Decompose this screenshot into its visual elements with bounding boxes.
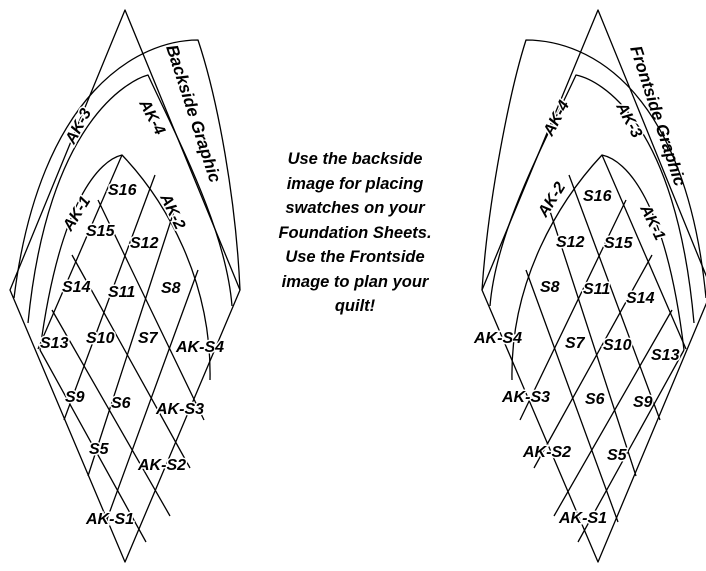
- frontside-grid-line: [519, 199, 627, 421]
- backside-outer-diamond: [9, 9, 241, 563]
- backside-swatch-label: S11: [108, 284, 135, 301]
- frontside-swatch-label: S15: [604, 235, 634, 252]
- frontside-swatch-label: S9: [633, 394, 653, 411]
- backside-swatch-label: S13: [40, 335, 69, 352]
- frontside-swatch-label: S8: [540, 279, 560, 296]
- frontside-swatch-label: S5: [607, 447, 628, 464]
- instructions-line: swatches on your: [285, 199, 425, 217]
- backside-grid-line: [37, 154, 123, 350]
- backside-side-label: AK-S4: [175, 339, 224, 356]
- backside-title: Backside Graphic: [162, 42, 225, 185]
- backside-swatch-label: S14: [62, 279, 91, 296]
- backside-swatch-label: S16: [108, 182, 137, 199]
- backside-grid-line: [87, 204, 177, 477]
- frontside-swatch-label: S6: [585, 391, 605, 408]
- frontside-swatch-label: S14: [626, 290, 655, 307]
- backside-grid-line: [71, 254, 191, 469]
- frontside-outer-diamond: [481, 9, 706, 563]
- frontside-swatch-label: S16: [583, 188, 612, 205]
- instructions-text: Use the backside image for placing swatc…: [248, 147, 462, 319]
- frontside-swatch-label: S12: [556, 234, 585, 251]
- frontside-arc-ak4: [481, 39, 706, 299]
- frontside-grid-line: [601, 154, 687, 350]
- frontside-swatch-label: S7: [565, 335, 586, 352]
- backside-graphic: Backside Graphic AK-3 AK-4 AK-1 AK-2 S16…: [9, 9, 241, 563]
- backside-swatch-label: S15: [86, 223, 116, 240]
- frontside-side-label: AK-S4: [473, 330, 522, 347]
- instructions-line: quilt!: [334, 297, 376, 315]
- backside-swatch-label: S8: [161, 280, 181, 297]
- frontside-arc-label: AK-1: [636, 201, 668, 243]
- backside-arc-ak3: [13, 39, 241, 299]
- instructions-line: Use the Frontside: [285, 248, 425, 266]
- frontside-swatch-label: S10: [603, 337, 632, 354]
- frontside-grid-line: [547, 204, 637, 477]
- frontside-side-label: AK-S2: [522, 444, 571, 461]
- backside-swatch-label: S10: [86, 330, 115, 347]
- frontside-graphic: Frontside Graphic AK-4 AK-3 AK-2 AK-1 S1…: [472, 9, 706, 563]
- frontside-grid-line: [568, 174, 661, 421]
- frontside-arc-label: AK-3: [612, 99, 645, 141]
- frontside-grid-line: [533, 254, 653, 469]
- backside-swatch-label: S5: [89, 441, 110, 458]
- backside-arc-ak4: [27, 74, 233, 324]
- backside-grid-line: [63, 174, 156, 421]
- frontside-swatch-label: S13: [651, 347, 680, 364]
- frontside-side-label: AK-S3: [501, 389, 550, 406]
- instructions-line: Use the backside: [287, 150, 423, 168]
- frontside-grid-line: [553, 309, 673, 517]
- instructions-line: Foundation Sheets.: [278, 223, 432, 242]
- frontside-swatch-label: S11: [583, 281, 610, 298]
- frontside-grid-line: [577, 349, 685, 543]
- backside-grid-line: [39, 349, 147, 543]
- instructions-line: image for placing: [286, 174, 424, 193]
- backside-grid-line: [51, 309, 171, 517]
- backside-arc-label: AK-2: [156, 190, 188, 232]
- backside-swatch-label: S9: [65, 389, 85, 406]
- backside-side-label: AK-S1: [85, 511, 134, 528]
- frontside-arc-label: AK-2: [534, 179, 569, 221]
- backside-swatch-label: S12: [130, 235, 159, 252]
- backside-side-label: AK-S3: [155, 401, 204, 418]
- instructions-line: image to plan your: [281, 272, 429, 291]
- backside-side-label: AK-S2: [137, 457, 186, 474]
- frontside-arc-ak3: [489, 74, 695, 324]
- frontside-arc-label: AK-4: [540, 98, 573, 140]
- backside-swatch-label: S7: [138, 330, 159, 347]
- backside-grid-line: [105, 269, 199, 523]
- backside-grid-line: [97, 199, 205, 421]
- frontside-grid-line: [525, 269, 619, 523]
- frontside-side-label: AK-S1: [558, 510, 607, 527]
- backside-swatch-label: S6: [111, 395, 131, 412]
